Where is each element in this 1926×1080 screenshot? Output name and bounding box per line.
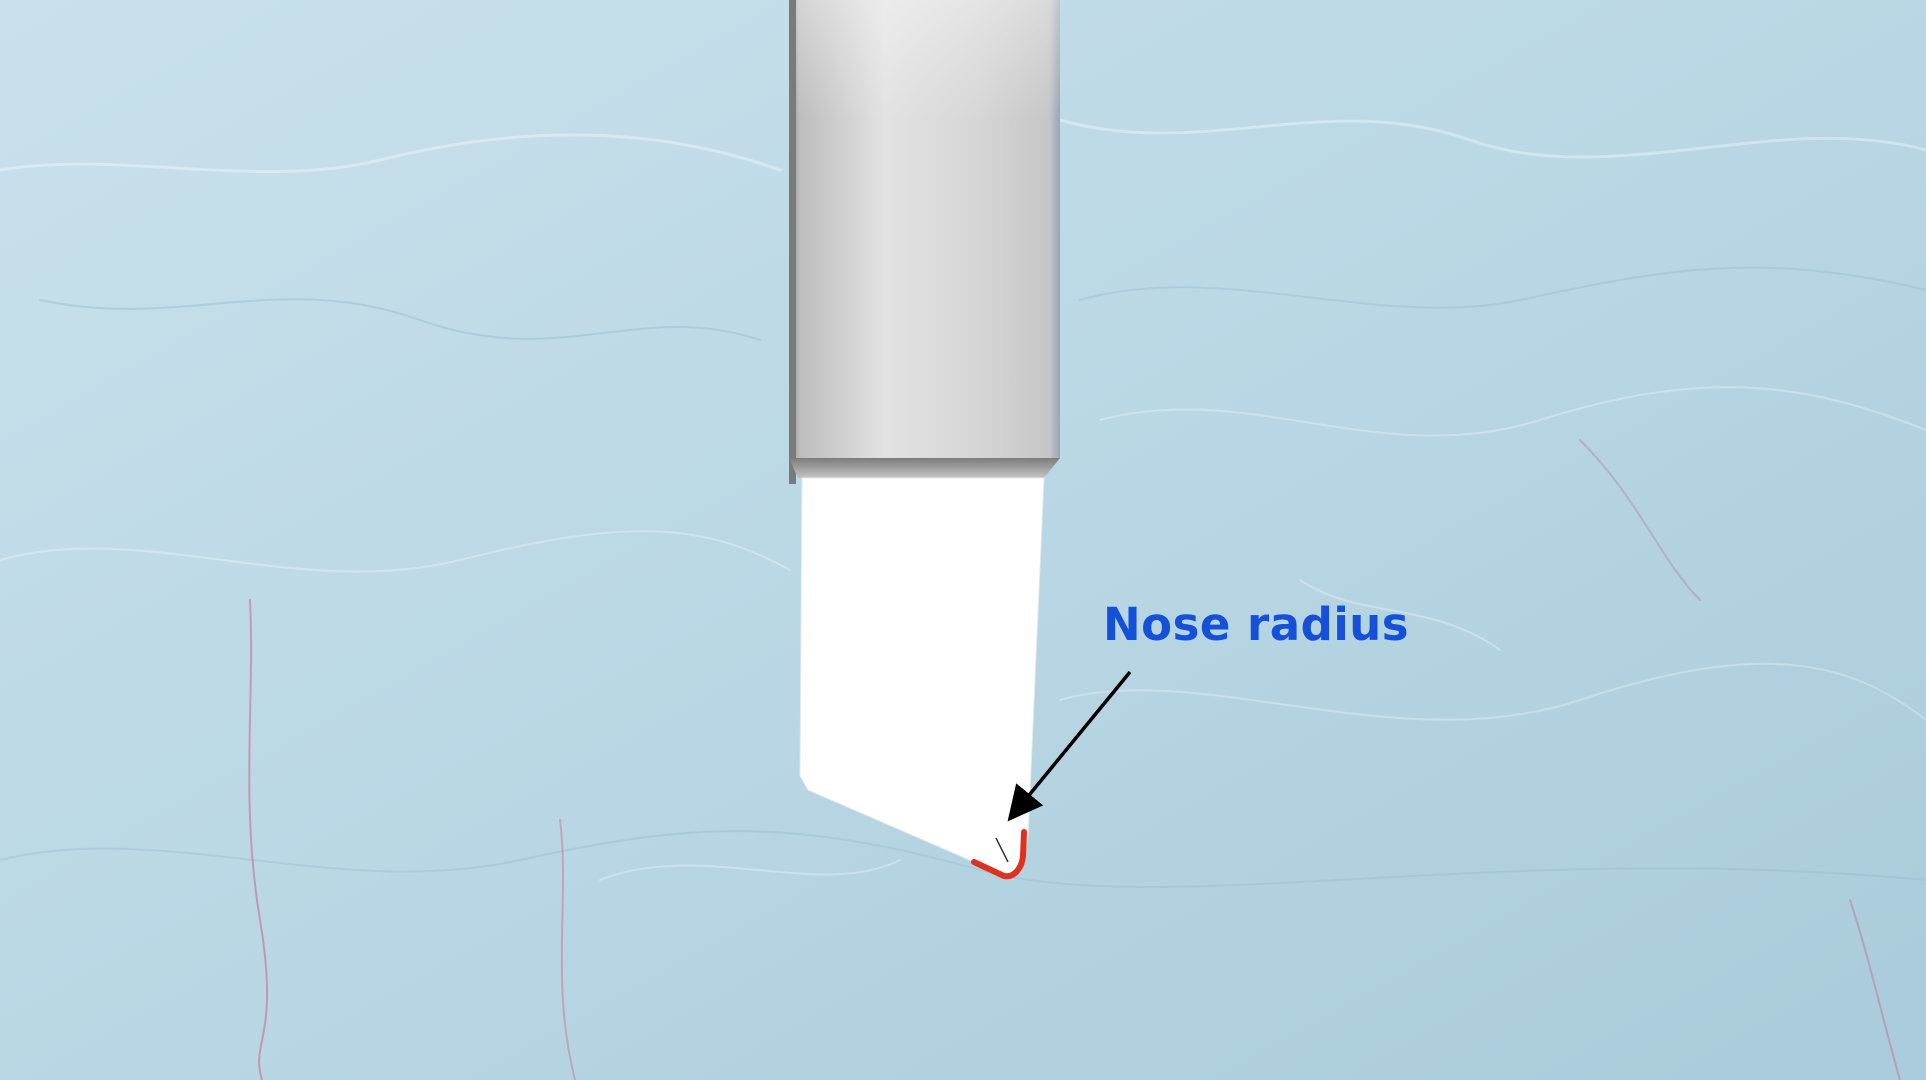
nose-radius-label: Nose radius [1103, 598, 1410, 651]
annotation-arrow [1007, 670, 1132, 822]
tool-shoulder [789, 458, 1060, 478]
radius-indicator [995, 837, 1009, 863]
nose-radius-highlight [971, 829, 1027, 880]
tool-shank-left-edge [789, 0, 796, 484]
tool-shank-highlight [789, 0, 1060, 120]
marble-veins [0, 118, 1926, 1080]
